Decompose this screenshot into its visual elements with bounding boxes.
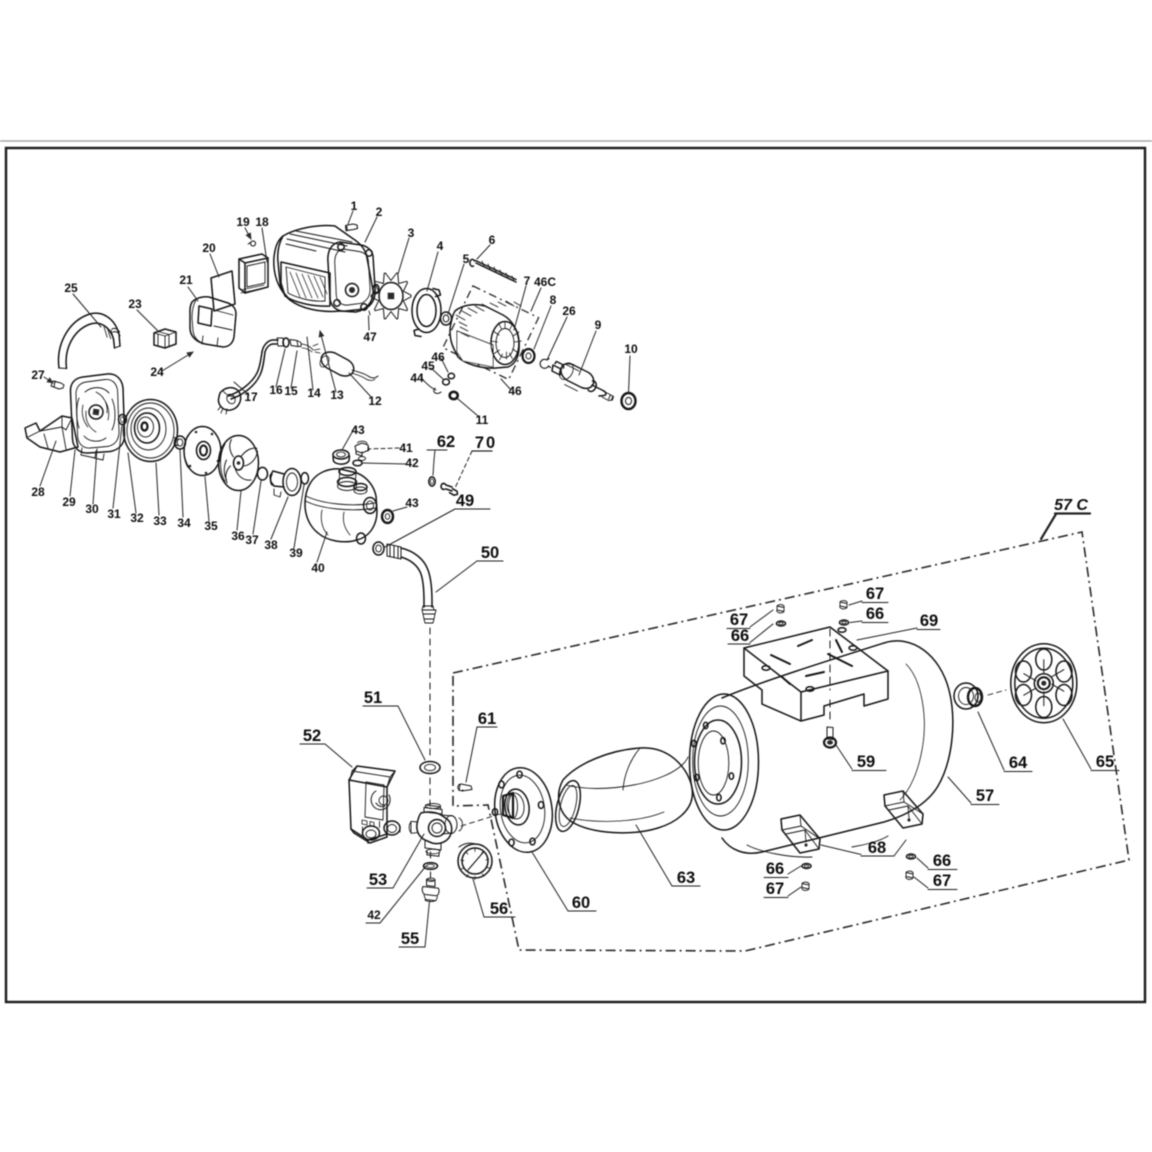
svg-text:46: 46: [508, 384, 522, 398]
svg-text:70: 70: [475, 434, 497, 452]
svg-text:29: 29: [62, 495, 76, 509]
svg-text:14: 14: [307, 386, 321, 400]
svg-text:32: 32: [130, 511, 144, 525]
svg-text:61: 61: [478, 710, 496, 728]
svg-text:41: 41: [399, 441, 413, 455]
svg-text:60: 60: [572, 894, 590, 912]
svg-text:35: 35: [204, 519, 218, 533]
svg-text:59: 59: [857, 753, 875, 771]
svg-text:66: 66: [933, 852, 951, 870]
svg-text:52: 52: [303, 727, 321, 745]
svg-text:19: 19: [236, 215, 250, 229]
svg-text:66: 66: [866, 605, 884, 623]
svg-text:3: 3: [408, 226, 415, 240]
svg-text:24: 24: [150, 365, 164, 379]
svg-text:50: 50: [481, 544, 499, 562]
svg-text:33: 33: [153, 514, 167, 528]
svg-text:25: 25: [64, 281, 78, 295]
svg-text:5: 5: [463, 252, 470, 266]
svg-text:23: 23: [128, 297, 142, 311]
svg-text:39: 39: [289, 546, 303, 560]
svg-text:62: 62: [437, 433, 455, 451]
svg-text:31: 31: [107, 507, 121, 521]
svg-text:67: 67: [866, 585, 884, 603]
svg-text:1: 1: [351, 199, 358, 213]
svg-text:66: 66: [731, 627, 749, 645]
svg-text:42: 42: [405, 456, 419, 470]
svg-text:16: 16: [269, 383, 283, 397]
svg-text:40: 40: [311, 561, 325, 575]
svg-text:68: 68: [868, 839, 886, 857]
svg-text:21: 21: [179, 273, 193, 287]
svg-text:42: 42: [367, 908, 381, 922]
svg-text:69: 69: [920, 612, 938, 630]
svg-text:11: 11: [476, 413, 489, 427]
svg-text:44: 44: [410, 371, 424, 385]
svg-text:30: 30: [85, 502, 99, 516]
svg-text:66: 66: [766, 860, 784, 878]
svg-text:6: 6: [489, 233, 496, 247]
svg-text:4: 4: [437, 239, 444, 253]
svg-text:26: 26: [562, 304, 576, 318]
svg-text:43: 43: [351, 423, 365, 437]
svg-text:46C: 46C: [534, 275, 556, 289]
svg-text:38: 38: [264, 538, 278, 552]
svg-text:55: 55: [401, 930, 419, 948]
svg-text:18: 18: [255, 215, 269, 229]
svg-text:34: 34: [177, 516, 191, 530]
svg-text:9: 9: [595, 318, 602, 332]
svg-text:46: 46: [431, 350, 445, 364]
svg-text:65: 65: [1096, 753, 1114, 771]
svg-text:17: 17: [244, 390, 258, 404]
svg-text:63: 63: [677, 869, 695, 887]
svg-text:57 C: 57 C: [1054, 497, 1088, 514]
svg-text:53: 53: [369, 871, 387, 889]
svg-text:36: 36: [231, 529, 245, 543]
svg-text:13: 13: [330, 388, 344, 402]
svg-text:20: 20: [202, 241, 216, 255]
svg-text:67: 67: [933, 872, 951, 890]
svg-text:47: 47: [363, 330, 377, 344]
svg-text:67: 67: [730, 611, 748, 629]
svg-text:8: 8: [550, 293, 557, 307]
svg-text:56: 56: [490, 900, 508, 918]
svg-text:51: 51: [364, 689, 382, 707]
svg-text:67: 67: [766, 880, 784, 898]
svg-text:7: 7: [524, 274, 531, 288]
svg-text:43: 43: [405, 496, 419, 510]
svg-text:27: 27: [31, 368, 45, 382]
svg-text:37: 37: [245, 533, 259, 547]
svg-text:15: 15: [284, 384, 298, 398]
svg-text:2: 2: [376, 205, 383, 219]
svg-text:10: 10: [624, 342, 638, 356]
svg-text:28: 28: [31, 485, 45, 499]
svg-text:49: 49: [456, 492, 474, 510]
svg-text:64: 64: [1009, 754, 1028, 772]
svg-text:45: 45: [421, 359, 435, 373]
svg-text:57: 57: [976, 787, 994, 805]
svg-text:12: 12: [368, 394, 382, 408]
